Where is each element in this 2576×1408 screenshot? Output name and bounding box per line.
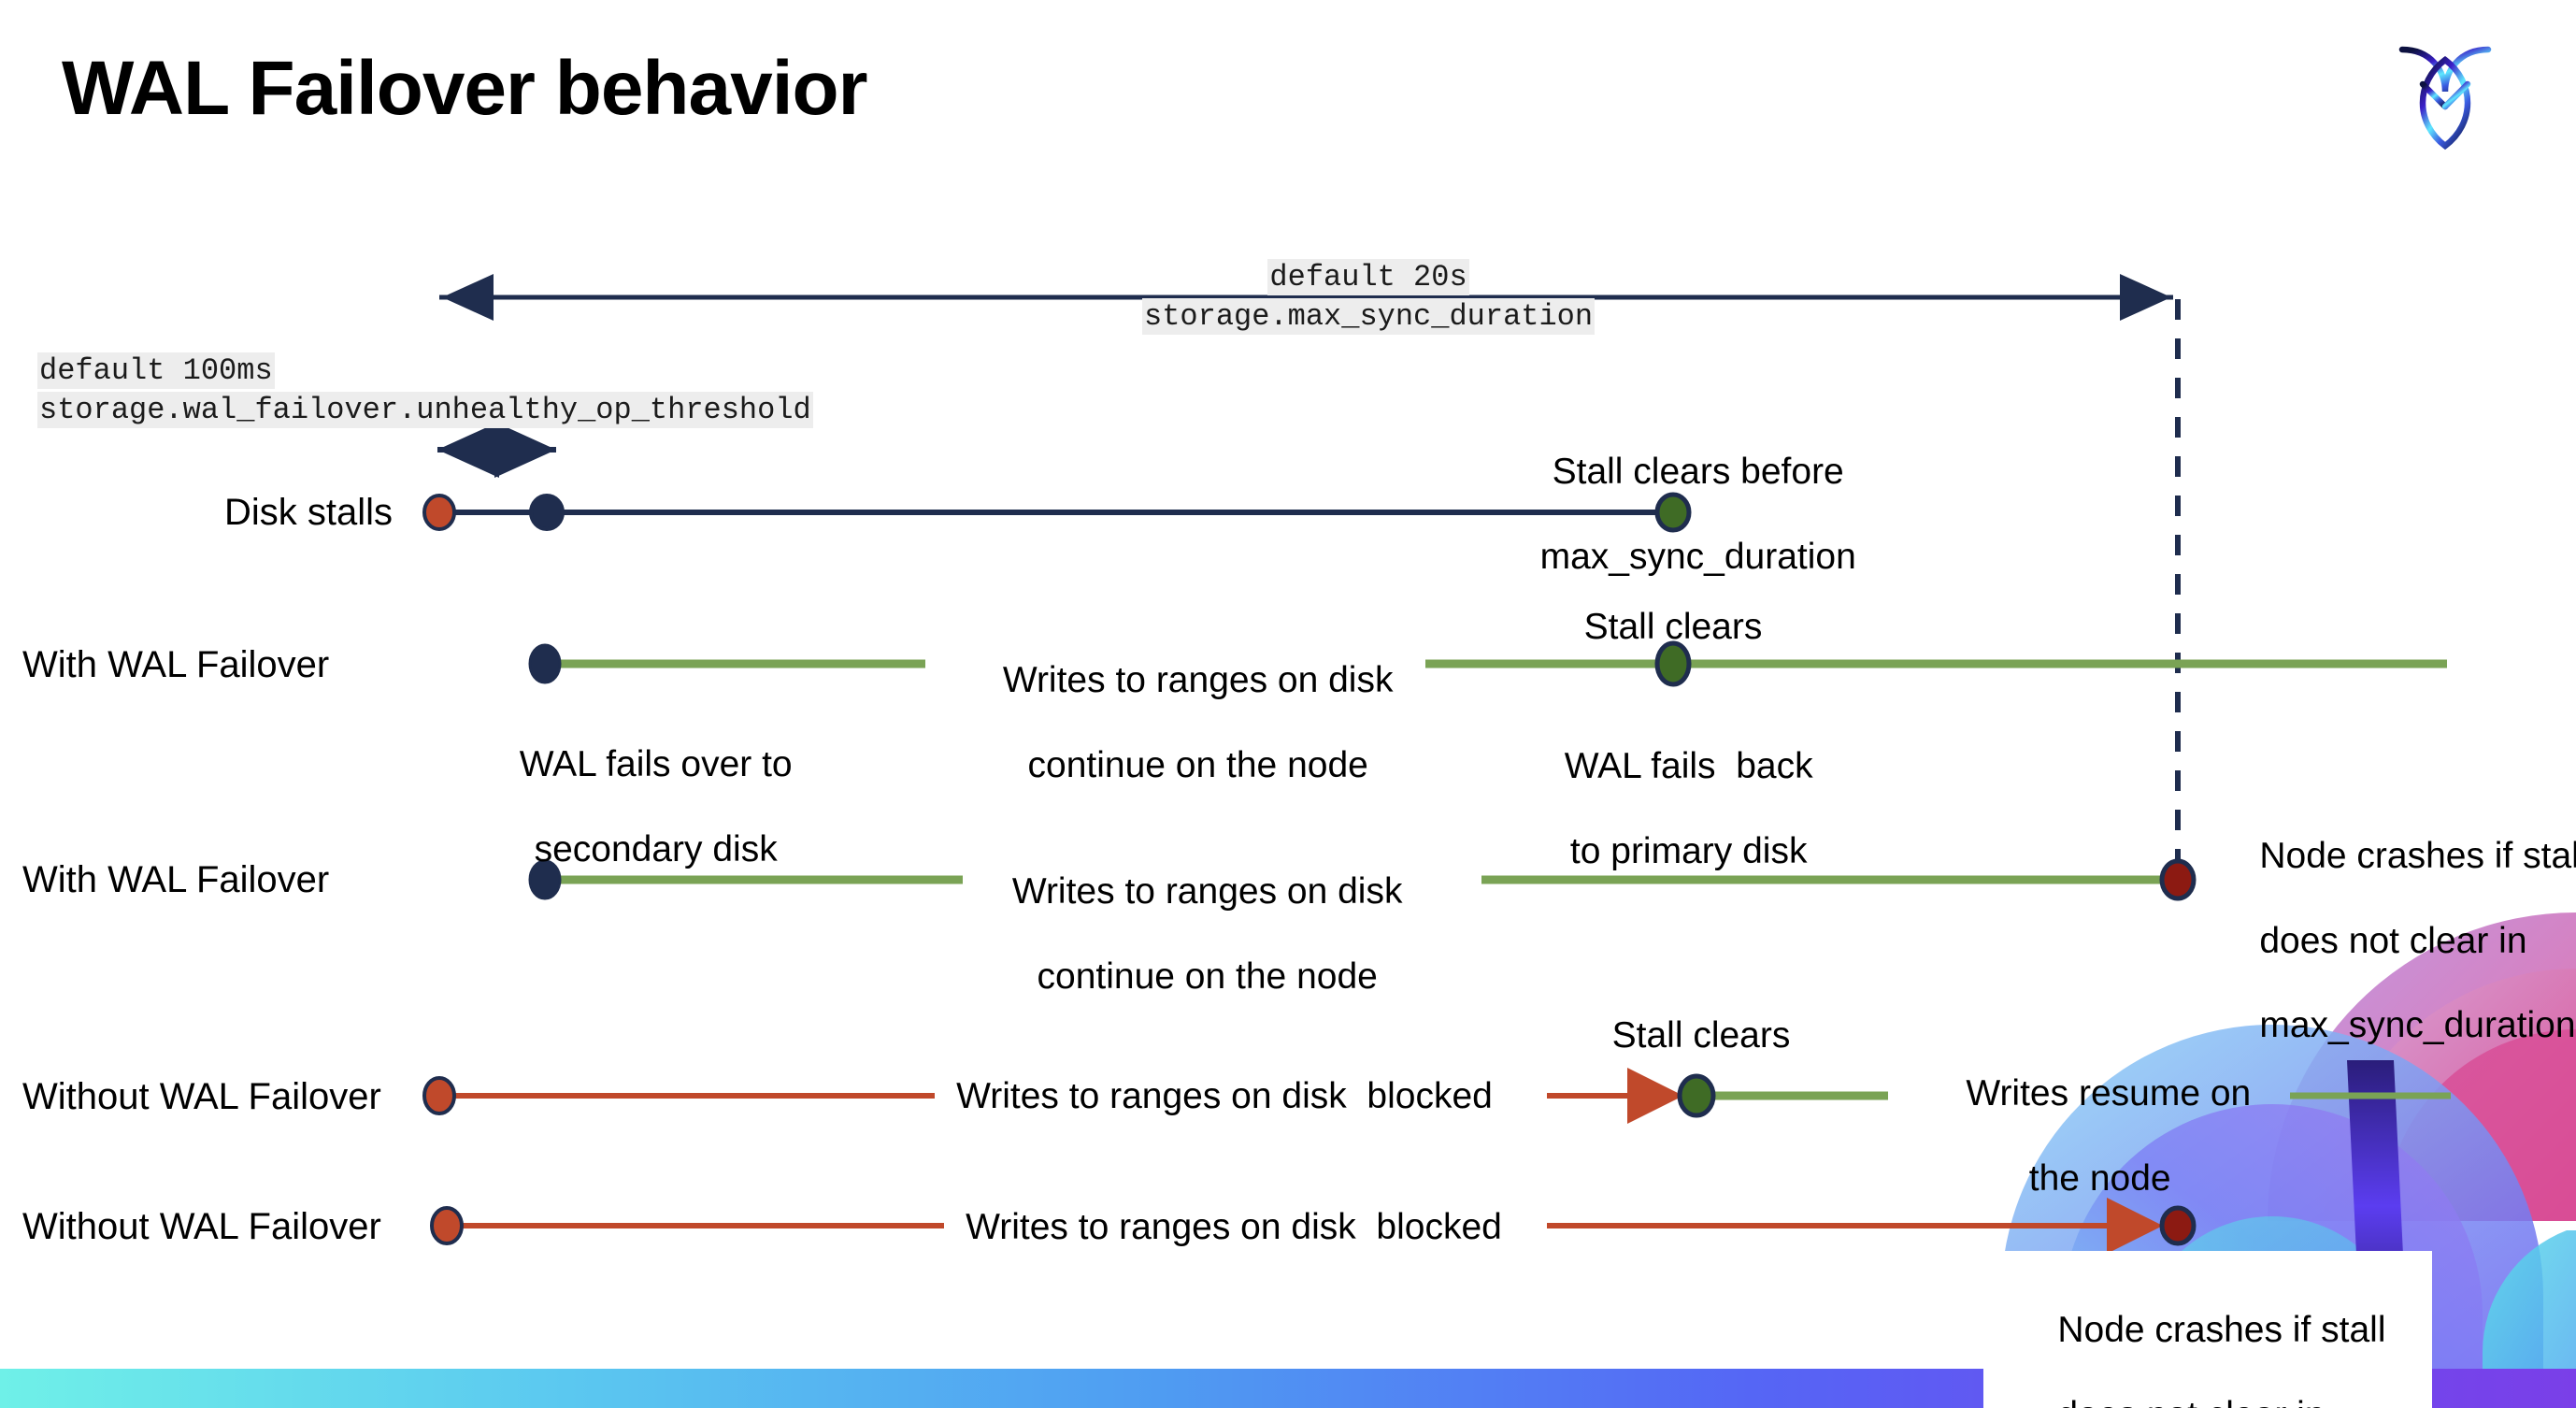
marker-stall-clears-2 bbox=[1677, 1073, 1716, 1118]
row-label-without-wal-2: Without WAL Failover bbox=[22, 1206, 381, 1247]
timeline-row-without-wal-failover-1 bbox=[422, 1068, 2451, 1124]
marker-node-crash-2 bbox=[2159, 1205, 2197, 1246]
callout-writes-blocked-2: Writes to ranges on disk blocked bbox=[966, 1207, 1502, 1247]
annotation-max-sync-line2: storage.max_sync_duration bbox=[1142, 297, 1596, 335]
row-label-with-wal-1: With WAL Failover bbox=[22, 644, 330, 685]
marker-stall-clears bbox=[1654, 492, 1692, 533]
page-title: WAL Failover behavior bbox=[62, 46, 868, 131]
row-label-with-wal-2: With WAL Failover bbox=[22, 859, 330, 900]
timeline-row-with-wal-failover-1 bbox=[528, 640, 2447, 687]
callout-wal-fails-over-line1: WAL fails over to bbox=[519, 744, 793, 785]
callout-writes-continue-1-line2: continue on the node bbox=[1027, 744, 1368, 785]
row-label-without-wal-1: Without WAL Failover bbox=[22, 1076, 381, 1117]
callout-stall-clears-before-line2: max_sync_duration bbox=[1539, 536, 1856, 577]
callout-writes-continue-2-line1: Writes to ranges on disk bbox=[1011, 871, 1403, 912]
callout-writes-blocked-1: Writes to ranges on disk blocked bbox=[956, 1076, 1493, 1116]
annotation-unhealthy-line1: default 100ms bbox=[37, 352, 275, 389]
marker-stall-clears-wal bbox=[1654, 640, 1692, 687]
callout-wal-fails-back: WAL fails back to primary disk bbox=[1496, 703, 1841, 914]
timeline-row-without-wal-failover-2 bbox=[430, 1198, 2197, 1254]
callout-wal-fails-over-line2: secondary disk bbox=[534, 828, 778, 869]
callout-backdrop bbox=[1983, 1251, 2432, 1408]
callout-writes-continue-1-line1: Writes to ranges on disk bbox=[1002, 660, 1394, 701]
callout-stall-clears-2: Stall clears bbox=[1611, 1015, 1791, 1056]
timeline-row-disk-stalls bbox=[422, 492, 1692, 533]
annotation-max-sync-line1: default 20s bbox=[1267, 259, 1469, 295]
callout-node-crashes-2: Node crashes if stall does not clear in … bbox=[2017, 1267, 2419, 1408]
callout-writes-continue-1: Writes to ranges on disk continue on the… bbox=[935, 617, 1421, 828]
callout-writes-resume-line2: the node bbox=[2028, 1157, 2171, 1199]
annotation-unhealthy-line2: storage.wal_failover.unhealthy_op_thresh… bbox=[37, 391, 813, 428]
callout-writes-resume-line1: Writes resume on bbox=[1966, 1073, 2252, 1114]
callout-stall-clears-before: Stall clears before max_sync_duration bbox=[1496, 409, 1860, 620]
callout-wal-fails-over: WAL fails over to secondary disk bbox=[449, 701, 823, 912]
marker-node-crash-1 bbox=[2159, 858, 2197, 901]
callout-node-crashes-2-line2: does not clear in bbox=[2057, 1395, 2325, 1408]
callout-node-crashes-1: Node crashes if stall does not clear in … bbox=[2219, 793, 2576, 1089]
marker-wal-fails-over bbox=[528, 643, 562, 684]
callout-node-crashes-1-line1: Node crashes if stall bbox=[2259, 836, 2576, 877]
callout-writes-continue-2: Writes to ranges on disk continue on the… bbox=[944, 828, 1430, 1040]
timeline-row-with-wal-failover-2 bbox=[528, 858, 2197, 901]
callout-wal-fails-back-line2: to primary disk bbox=[1569, 830, 1808, 871]
marker-wal-fails-over-2 bbox=[528, 859, 562, 900]
marker-stall-begin-2 bbox=[422, 1076, 456, 1115]
callout-wal-fails-back-line1: WAL fails back bbox=[1564, 746, 1813, 787]
callout-stall-clears-1: Stall clears bbox=[1583, 607, 1763, 647]
callout-node-crashes-1-line3: max_sync_duration bbox=[2259, 1005, 2576, 1046]
callout-stall-clears-before-line1: Stall clears before bbox=[1552, 452, 1844, 493]
marker-threshold-exceeded bbox=[529, 494, 565, 531]
callout-node-crashes-1-line2: does not clear in bbox=[2259, 920, 2527, 961]
callout-writes-resume: Writes resume on the node bbox=[1925, 1030, 2251, 1242]
cockroachdb-logo-icon bbox=[2398, 46, 2492, 151]
row-label-disk-stalls: Disk stalls bbox=[223, 492, 393, 533]
callout-writes-continue-2-line2: continue on the node bbox=[1037, 955, 1378, 997]
callout-node-crashes-2-line1: Node crashes if stall bbox=[2057, 1310, 2386, 1351]
marker-stall-begin-3 bbox=[430, 1206, 464, 1245]
marker-stall-begin bbox=[422, 494, 456, 531]
